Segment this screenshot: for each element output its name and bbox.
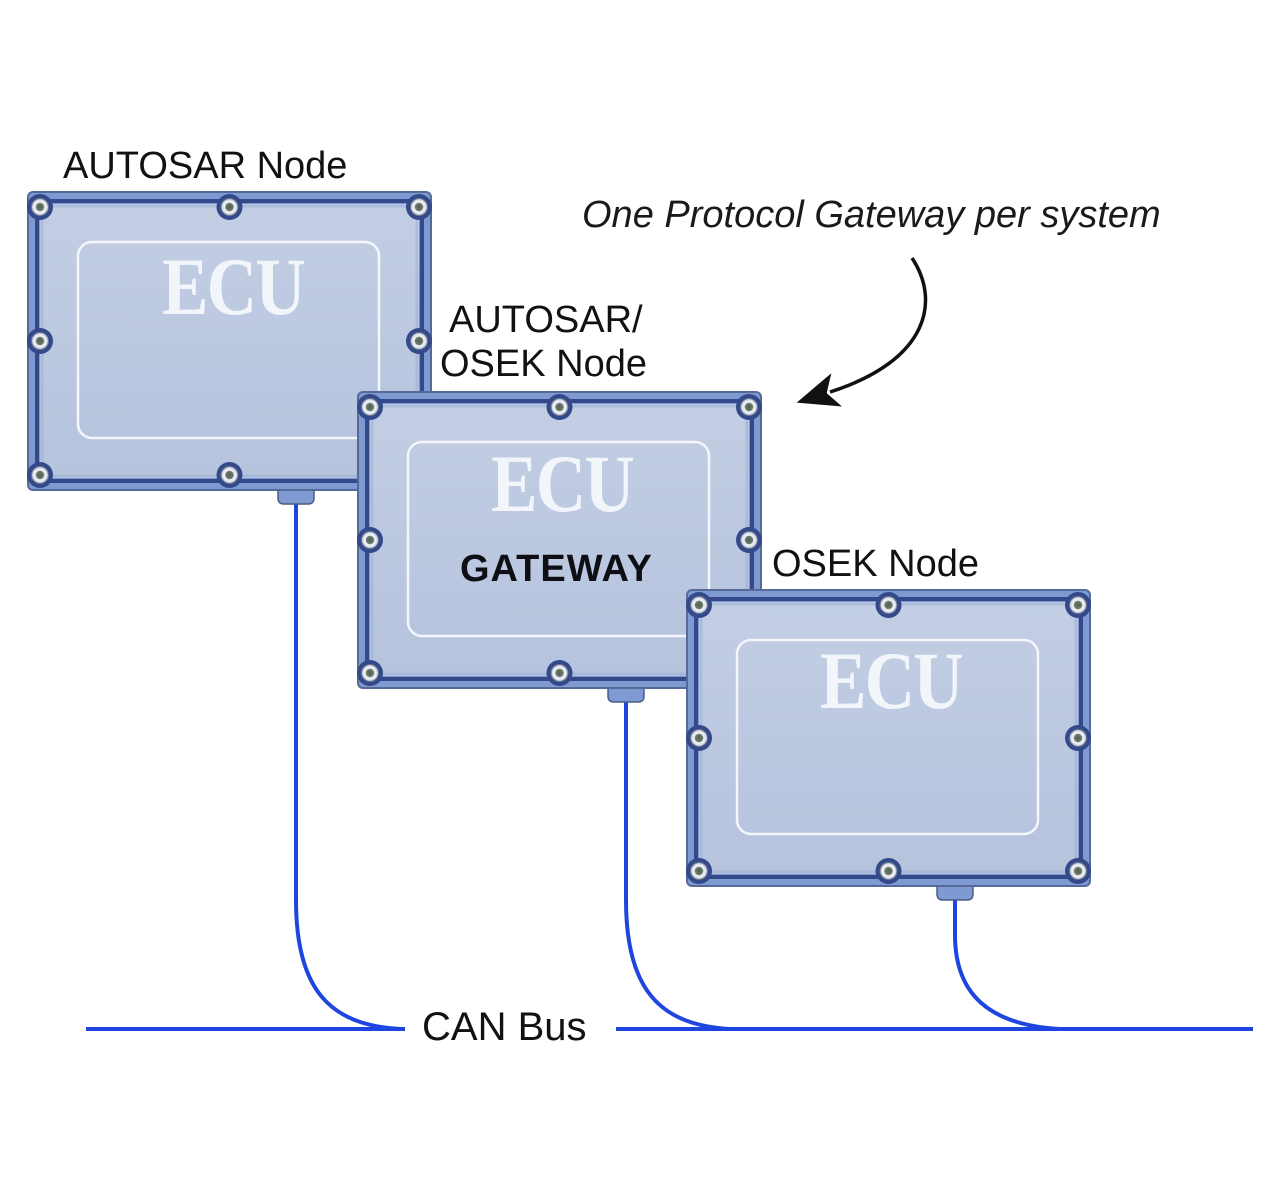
- ecu-gateway-node: [357, 391, 762, 703]
- screw-icon: [361, 398, 379, 416]
- screw-icon: [1069, 862, 1087, 880]
- ecu-label-border: [76, 240, 381, 440]
- screw-icon: [31, 332, 49, 350]
- annotation-arrow: [796, 257, 928, 407]
- screw-icon: [879, 596, 898, 614]
- screw-icon: [31, 466, 49, 484]
- gateway-node-label-line1: AUTOSAR/: [449, 299, 643, 341]
- ecu-autosar-node: [27, 191, 432, 505]
- ecu-face: [699, 602, 1078, 874]
- ecu-text-gateway: ECU: [491, 438, 635, 529]
- screw-icon: [31, 198, 49, 216]
- autosar-node-label: AUTOSAR Node: [63, 145, 348, 187]
- gateway-node-label-line2: OSEK Node: [440, 343, 647, 385]
- ecu-label-border: [406, 440, 711, 638]
- screw-icon: [1069, 596, 1087, 614]
- screw-icon: [690, 729, 708, 747]
- screw-icon: [740, 531, 758, 549]
- screw-icon: [690, 596, 708, 614]
- screw-icon: [220, 466, 239, 484]
- screw-icon: [410, 198, 428, 216]
- ecu-text-autosar: ECU: [162, 241, 306, 332]
- ecu-text-osek: ECU: [820, 635, 964, 726]
- screw-icon: [550, 398, 569, 416]
- screw-icon: [690, 862, 708, 880]
- ecu-label-border: [735, 638, 1040, 836]
- screw-icon: [740, 398, 758, 416]
- screw-icon: [550, 664, 569, 682]
- drop-wire-gateway: [624, 697, 731, 1031]
- gateway-annotation: One Protocol Gateway per system: [582, 194, 1161, 236]
- drop-wire-osek: [953, 897, 1061, 1031]
- can-bus-label: CAN Bus: [414, 1005, 595, 1050]
- ecu-face: [40, 204, 419, 478]
- screw-icon: [1069, 729, 1087, 747]
- screw-icon: [410, 332, 428, 350]
- can-bus: [86, 500, 1253, 1031]
- drop-wire-autosar: [294, 500, 401, 1031]
- screw-icon: [361, 664, 379, 682]
- ecu-face: [370, 404, 749, 676]
- screw-icon: [879, 862, 898, 880]
- screw-icon: [361, 531, 379, 549]
- screw-icon: [220, 198, 239, 216]
- osek-node-label: OSEK Node: [772, 543, 979, 585]
- ecu-osek-node: [686, 589, 1091, 901]
- gateway-label: GATEWAY: [460, 548, 653, 590]
